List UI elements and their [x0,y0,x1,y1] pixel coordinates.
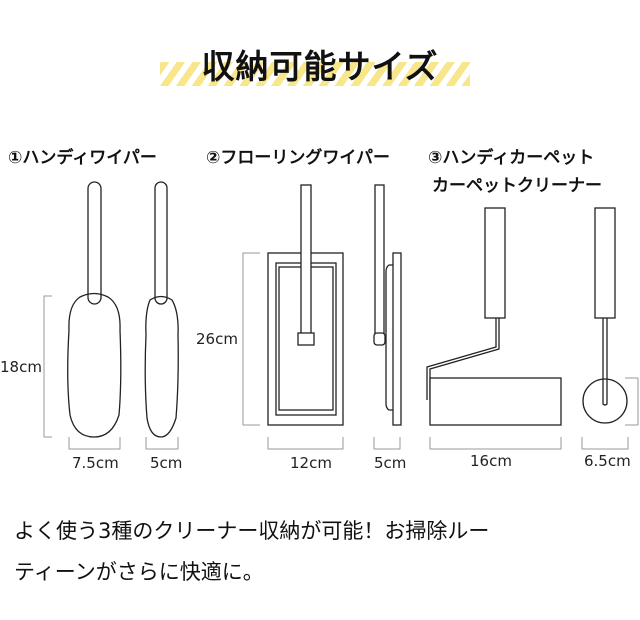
description-line-1: よく使う3種のクリーナー収納が可能！お掃除ルー [14,519,490,543]
page-title: 収納可能サイズ [201,47,439,86]
dim-flooring-wiper-depth: 5cm [374,454,407,472]
dim-flooring-wiper-width: 12cm [290,454,332,472]
handy-wiper-side-illustration [144,181,179,438]
item-label-flooring-wiper: ②フローリングワイパー [206,148,391,168]
handy-wiper-front-illustration [67,181,122,438]
description-line-2: ティーンがさらに快適に。 [14,560,264,584]
item-label-carpet-cleaner: ③ハンディカーペット [428,148,595,168]
dim-carpet-cleaner-width: 16cm [470,452,512,470]
carpet-cleaner-side-illustration [582,207,628,424]
carpet-cleaner-front-illustration [426,207,562,426]
flooring-wiper-side-illustration [373,184,402,426]
title-stripe-decoration [160,62,470,86]
dim-flooring-wiper-height: 26cm [196,330,238,348]
dimension-brackets [43,252,639,450]
item-label-handy-wiper: ①ハンディワイパー [8,148,157,168]
dim-carpet-cleaner-depth: 6.5cm [584,452,631,470]
flooring-wiper-front-illustration [267,184,344,426]
item-label-carpet-cleaner-line2: カーペットクリーナー [432,176,602,196]
dim-handy-wiper-depth: 5cm [150,454,183,472]
dim-handy-wiper-width: 7.5cm [72,454,119,472]
dim-handy-wiper-height: 18cm [0,358,42,376]
